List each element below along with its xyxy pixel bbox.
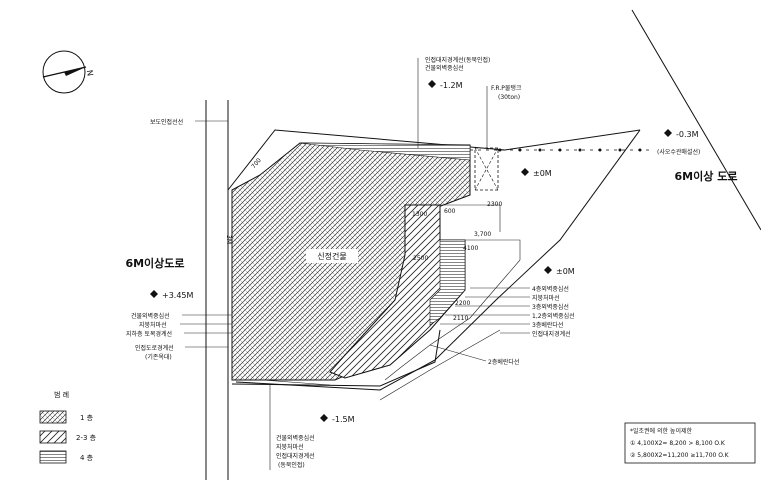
- height-limit-box: *일조권에 의한 높이제한 ① 4,100X2= 8,200 > 8,100 O…: [624, 422, 756, 464]
- building-label-bg: [306, 249, 358, 263]
- svg-text:-0.3M: -0.3M: [676, 130, 699, 139]
- top-annotations: 인접대지경계선(동북인접) 건물외벽중심선 F.R.P물탱크 (30ton) 보…: [150, 56, 700, 156]
- north-label: N: [85, 69, 95, 76]
- svg-text:1,2층외벽중심선: 1,2층외벽중심선: [532, 312, 575, 320]
- north-arrow-icon: N: [42, 50, 95, 94]
- frp-tank: [474, 147, 499, 191]
- note-frp: F.R.P물탱크: [491, 85, 522, 92]
- building-label: 신정건물: [317, 251, 346, 261]
- calc-row-1: ① 4,100X2= 8,200 > 8,100 O.K: [630, 440, 726, 447]
- svg-text:±0M: ±0M: [533, 169, 552, 178]
- bottom-annotations: 건물외벽중심선 지붕처마선 인접대지경계선 (동북인접): [269, 384, 315, 470]
- elevation-left: +3.45M: [150, 290, 194, 300]
- right-road-label: 6M이상 도로: [675, 169, 738, 183]
- left-road-lines: [205, 100, 229, 480]
- elevation-bottom: -1.5M: [320, 414, 355, 424]
- calc-title: *일조권에 의한 높이제한: [630, 427, 692, 435]
- note-right-line: (사오수관매설선): [657, 148, 700, 156]
- building-floor-4-side: [429, 239, 466, 326]
- calc-row-2: ② 5,800X2=11,200 ≥11,700 O.K: [630, 452, 730, 459]
- legend-title: 범 례: [54, 390, 69, 399]
- site-boundary: [227, 9, 761, 401]
- elevation-right-top: -0.3M: [664, 129, 699, 139]
- svg-text:인접도로경계선: 인접도로경계선: [135, 344, 174, 352]
- svg-text:3층외벽중심선: 3층외벽중심선: [532, 303, 569, 311]
- note-top-b: 건물외벽중심선: [425, 64, 464, 72]
- legend-label-3: 4 층: [80, 453, 94, 462]
- left-road-label: 6M이상도로: [125, 256, 184, 270]
- svg-text:지붕처마선: 지붕처마선: [139, 321, 167, 329]
- dim-1300: 1300: [412, 211, 427, 218]
- sewer-line: [470, 148, 650, 152]
- left-road-label-bg: [118, 255, 193, 270]
- svg-text:4층외벽중심선: 4층외벽중심선: [532, 285, 569, 293]
- svg-text:(기존옥대): (기존옥대): [145, 353, 172, 361]
- dim-2110: 2110: [453, 315, 468, 322]
- legend-swatch-3: [39, 450, 67, 464]
- note-frp-sub: (30ton): [498, 94, 520, 101]
- elevation-center-right: ±0M: [521, 168, 552, 178]
- legend-label-2: 2-3 층: [76, 433, 97, 442]
- note-top-a: 인접대지경계선(동북인접): [425, 56, 490, 64]
- dim-4100: 4100: [463, 245, 478, 252]
- dim-2300: 2300: [487, 201, 502, 208]
- svg-text:인접대지경계선: 인접대지경계선: [276, 452, 315, 460]
- svg-text:-1.2M: -1.2M: [440, 81, 463, 90]
- dim-600: 600: [444, 208, 456, 215]
- svg-text:지하층 토목경계선: 지하층 토목경계선: [126, 330, 172, 338]
- right-annotations: 4층외벽중심선 지붕처마선 3층외벽중심선 1,2층외벽중심선 3층베란다선 인…: [429, 285, 575, 366]
- elevation-top: -1.2M: [428, 80, 463, 90]
- legend-swatch-1: [39, 410, 67, 424]
- legend: 범 례 1 층 2-3 층 4 층: [39, 390, 97, 464]
- dim-3m: 3M: [225, 235, 232, 244]
- svg-text:지붕처마선: 지붕처마선: [276, 443, 304, 451]
- note-left-top: 보도인접선선: [150, 118, 183, 126]
- legend-label-1: 1 층: [80, 413, 94, 422]
- dim-3700: 3,700: [474, 231, 491, 238]
- svg-text:2층베란다선: 2층베란다선: [488, 358, 519, 366]
- left-annotations: 건물외벽중심선 지붕처마선 지하층 토목경계선 인접도로경계선 (기존옥대): [126, 312, 232, 361]
- svg-text:지붕처마선: 지붕처마선: [532, 294, 560, 302]
- svg-text:-1.5M: -1.5M: [332, 415, 355, 424]
- dim-2200: 2200: [455, 300, 470, 307]
- svg-text:건물외벽중심선: 건물외벽중심선: [131, 312, 170, 320]
- svg-text:인접대지경계선: 인접대지경계선: [532, 330, 571, 338]
- building-floor-4-top: [299, 142, 471, 161]
- svg-text:건물외벽중심선: 건물외벽중심선: [276, 434, 315, 442]
- dim-2500: 2500: [413, 255, 428, 262]
- svg-text:(동북인접): (동북인접): [278, 461, 305, 469]
- svg-text:±0M: ±0M: [556, 267, 575, 276]
- elevation-markers: -1.2M -0.3M ±0M ±0M +3.45M -1.5M: [150, 80, 699, 424]
- svg-text:+3.45M: +3.45M: [162, 291, 194, 300]
- svg-text:3층베란다선: 3층베란다선: [532, 321, 563, 329]
- legend-swatch-2: [39, 430, 67, 444]
- elevation-middle-right: ±0M: [544, 266, 575, 276]
